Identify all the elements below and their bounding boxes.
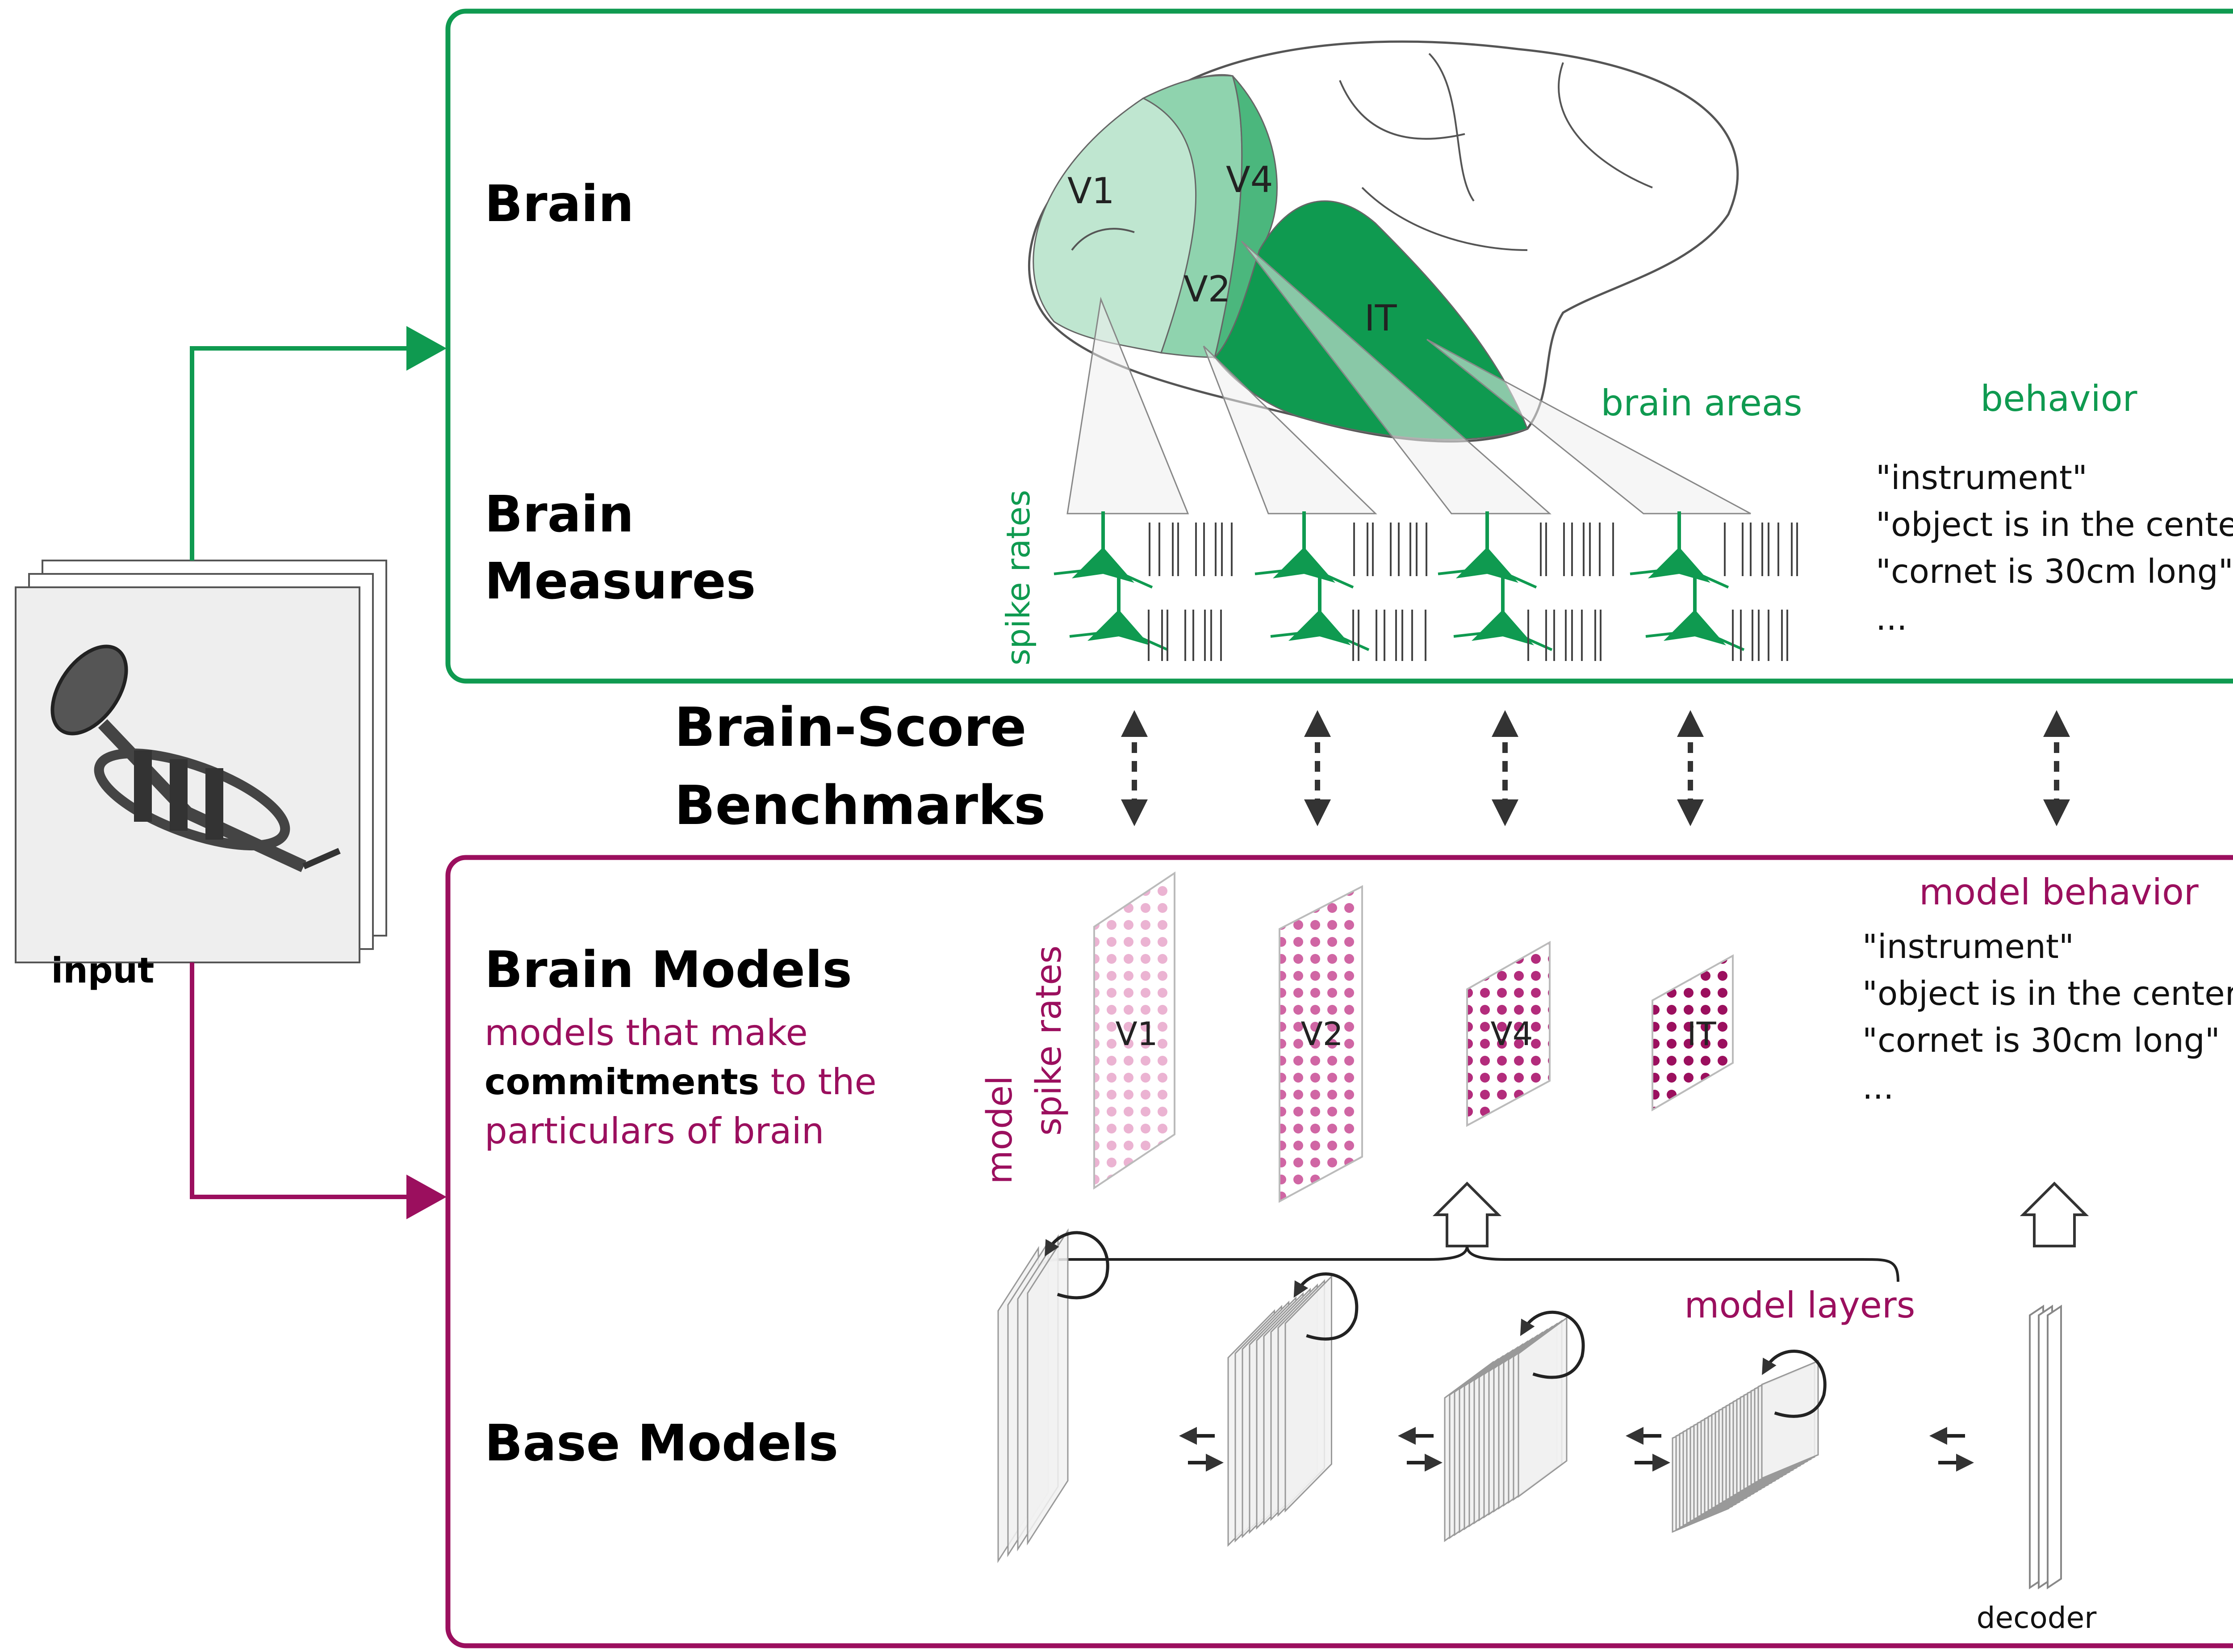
brain-area-v1-label: V1 — [1067, 170, 1115, 212]
neuron-groups — [1054, 511, 1798, 661]
cornet-image — [50, 644, 341, 872]
benchmark-arrows — [1121, 710, 2070, 826]
model-label-line2: spike rates — [1029, 945, 1069, 1136]
brain-title: Brain — [485, 175, 634, 233]
model-behavior-quote-2: "object is in the center" — [1862, 974, 2233, 1013]
layers-brace — [1035, 1246, 1899, 1282]
model-behavior-quote-3: "cornet is 30cm long" — [1862, 1021, 2220, 1060]
brain-area-v4-label: V4 — [1226, 159, 1273, 201]
stack-connector-3 — [1626, 1427, 1670, 1472]
neuron-icon — [1254, 511, 1354, 589]
model-label-line1: model — [980, 1076, 1020, 1184]
input-to-brain-arrow — [190, 326, 447, 560]
brain-illustration: V1 V4 V2 IT — [1028, 40, 1739, 443]
model-layer-v4-label: V4 — [1490, 1015, 1533, 1053]
brain-area-v2-label: V2 — [1183, 268, 1231, 310]
neuron-icon — [1054, 511, 1153, 589]
model-behavior-quotes: "instrument" "object is in the center" "… — [1862, 928, 2233, 1107]
brain-behavior-quote-3: "cornet is 30cm long" — [1876, 552, 2233, 591]
brain-models-desc-to-the: to the — [759, 1061, 876, 1103]
recurrence-arrow — [1293, 1272, 1359, 1341]
brain-measures-title-line1: Brain — [485, 485, 634, 544]
brain-models-title: Brain Models — [485, 941, 852, 999]
base-model-stacks — [997, 1228, 1827, 1564]
decoder-label: decoder — [1977, 1601, 2097, 1635]
layer-mapping-arrow — [1432, 1181, 1502, 1247]
base-model-stack-1 — [997, 1228, 1109, 1564]
base-model-stack-4 — [1672, 1350, 1827, 1533]
brain-models-desc-line3: particulars of brain — [485, 1110, 824, 1152]
brain-behavior-quotes: "instrument" "object is in the center" "… — [1876, 459, 2233, 638]
spike-train — [1527, 610, 1602, 661]
model-layer-v1: V1 — [1093, 871, 1175, 1190]
stack-connector-4 — [1929, 1427, 1974, 1472]
recurrence-arrow — [1762, 1350, 1827, 1418]
brain-models-desc-line1: models that make — [485, 1012, 808, 1054]
spike-rates-label: spike rates — [999, 490, 1037, 665]
spike-train — [1732, 610, 1788, 661]
brain-models-desc-line2: commitments to the — [485, 1061, 877, 1103]
stack-connector-2 — [1398, 1427, 1443, 1472]
benchmarks-title-line1: Brain-Score — [674, 697, 1027, 759]
model-layer-v2-label: V2 — [1300, 1015, 1343, 1053]
neuron-group-3 — [1438, 511, 1614, 661]
spike-train — [1353, 523, 1427, 576]
model-layer-v1-label: V1 — [1115, 1015, 1158, 1053]
neuron-icon — [1645, 574, 1745, 651]
input-image-stack: input — [15, 560, 387, 991]
brain-areas-label: brain areas — [1601, 382, 1802, 424]
model-behavior-quote-1: "instrument" — [1862, 928, 2074, 966]
area-projection-beams — [1066, 240, 1751, 514]
brain-behavior-quote-1: "instrument" — [1876, 459, 2087, 497]
input-label: input — [51, 951, 155, 991]
neuron-icon — [1438, 511, 1537, 589]
recurrence-arrow — [1045, 1231, 1109, 1300]
neuron-group-4 — [1630, 511, 1798, 661]
recurrence-arrow — [1520, 1310, 1585, 1379]
decoder-stack — [2029, 1305, 2062, 1589]
spike-train — [1540, 523, 1614, 576]
decoder-mapping-arrow — [2020, 1181, 2089, 1247]
benchmarks-title-line2: Benchmarks — [674, 775, 1045, 837]
neuron-group-1 — [1054, 511, 1233, 661]
base-model-stack-2 — [1227, 1272, 1359, 1547]
spike-train — [1724, 523, 1798, 576]
neuron-icon — [1630, 511, 1729, 589]
model-behavior-label: model behavior — [1919, 871, 2199, 913]
brain-behavior-quote-2: "object is in the center" — [1876, 506, 2233, 544]
model-layer-v2: V2 — [1279, 885, 1363, 1203]
neuron-group-2 — [1254, 511, 1427, 661]
model-layer-it-label: IT — [1687, 1015, 1716, 1053]
input-to-model-arrow — [190, 962, 447, 1219]
spike-train — [1352, 610, 1426, 661]
model-layers-label: model layers — [1685, 1284, 1915, 1326]
model-layer-v4: V4 — [1466, 941, 1551, 1127]
brain-panel — [445, 8, 2233, 684]
neuron-icon — [1453, 574, 1553, 651]
brain-behavior-quote-4: ... — [1876, 599, 1907, 638]
brain-area-it-label: IT — [1364, 297, 1397, 339]
brain-measures-title-line2: Measures — [485, 552, 756, 611]
base-model-stack-3 — [1444, 1310, 1585, 1542]
base-models-title: Base Models — [485, 1414, 838, 1472]
stack-connector-1 — [1179, 1427, 1224, 1472]
stack-connector-arrows — [1179, 1427, 1974, 1472]
model-behavior-quote-4: ... — [1862, 1068, 1894, 1107]
neuron-icon — [1270, 574, 1370, 651]
model-layer-it: IT — [1652, 954, 1734, 1112]
model-panel — [445, 855, 2233, 1648]
spike-train — [1148, 610, 1222, 661]
spike-train — [1149, 523, 1233, 576]
brain-models-desc-commitments: commitments — [485, 1061, 759, 1103]
behavior-label: behavior — [1980, 378, 2137, 419]
neuron-icon — [1069, 574, 1169, 651]
